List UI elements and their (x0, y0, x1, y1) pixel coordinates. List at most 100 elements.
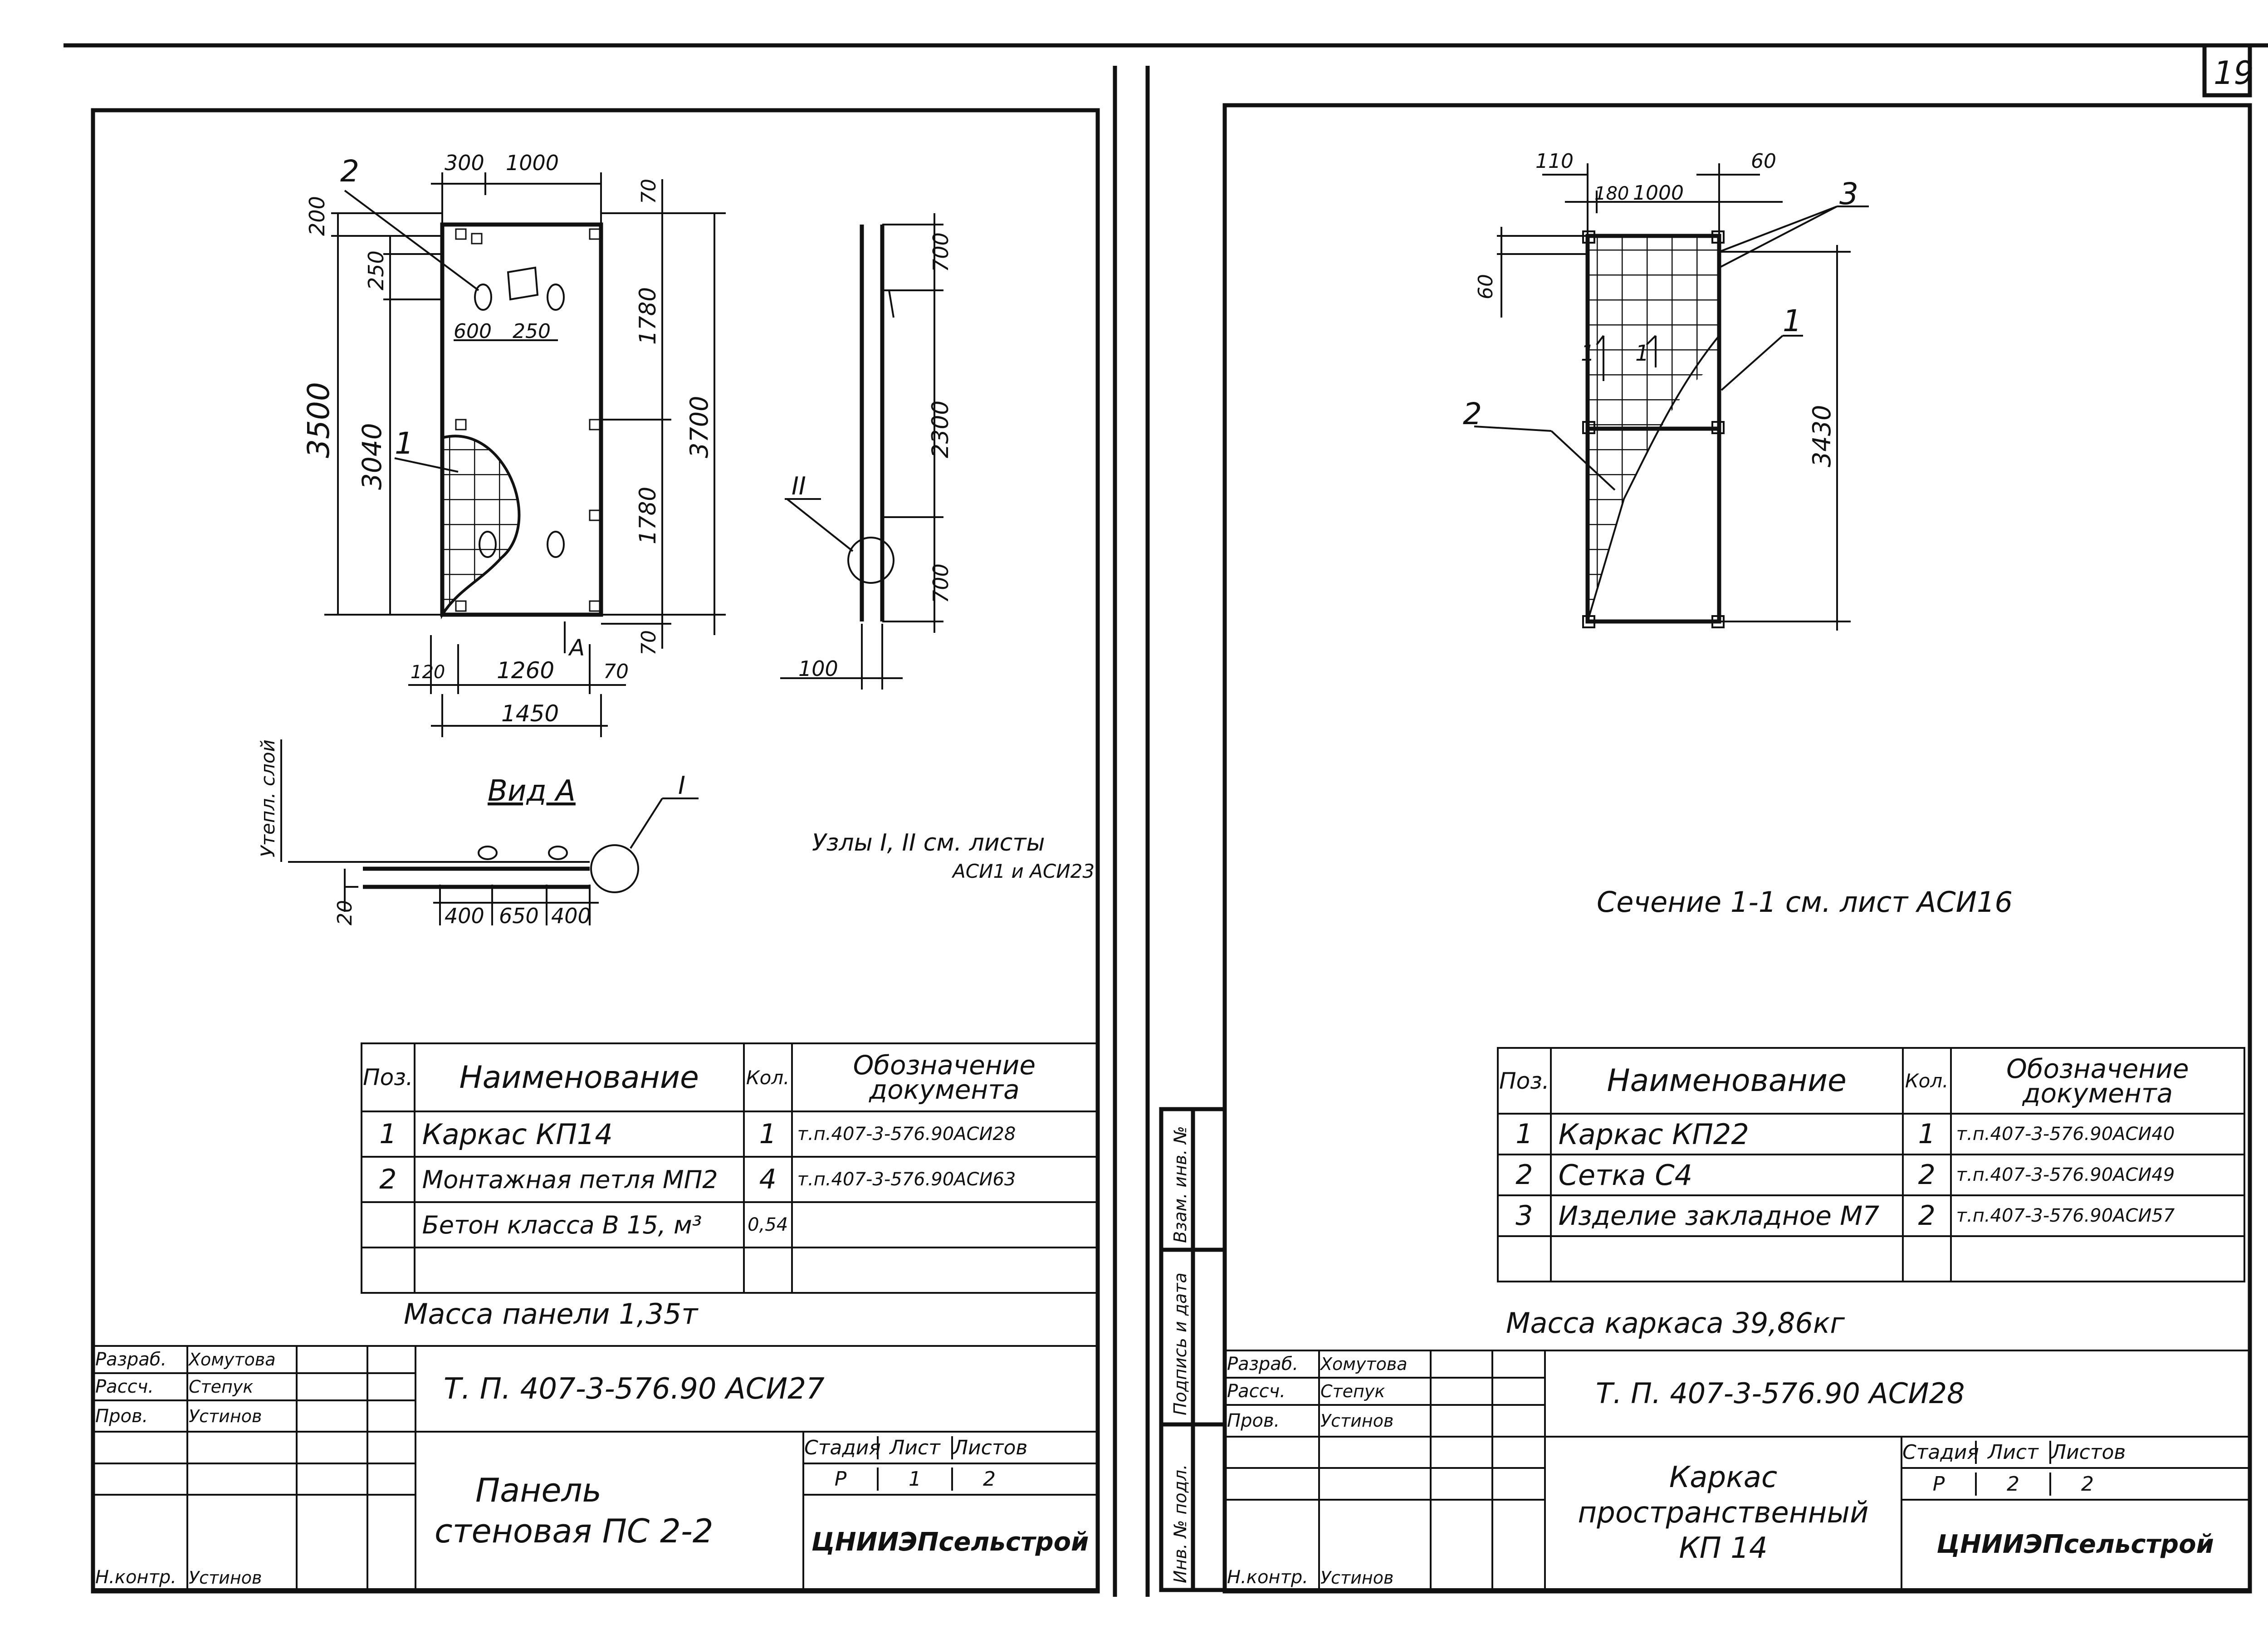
l-stamp-role-5 (93, 1462, 188, 1496)
l-stamp-sig-2 (296, 1372, 368, 1402)
r-stamp-date-1 (1491, 1349, 1546, 1379)
left-sheet-frame (91, 108, 1100, 1594)
l-title: Панель стеновая ПС 2-2 (415, 1431, 804, 1590)
r-section-mark-right: 1 (1635, 341, 1649, 366)
spec-row1-pos: 1 (361, 1111, 415, 1158)
side-dim-2300: 2300 (927, 401, 953, 458)
r-stamp-date-3 (1491, 1404, 1546, 1438)
l-stage-h2: Лист (877, 1436, 951, 1459)
r-title: Каркас пространственный КП 14 (1544, 1435, 1902, 1590)
nodes-note-line2: АСИ1 и АСИ23 (951, 860, 1095, 882)
dim-bottom-70: 70 (603, 660, 629, 683)
spec-row2-doc: т.п.407-3-576.90АСИ63 (791, 1156, 1098, 1203)
left-mass-note: Масса панели 1,35т (404, 1297, 698, 1331)
r-section-mark-left: 1 (1581, 341, 1595, 366)
side-stamp-sign: Подпись и дата (1170, 1272, 1190, 1415)
spec-row1-qty: 1 (743, 1111, 793, 1158)
right-title-block: Разраб. Хомутова Т. П. 407-3-576.90 АСИ2… (1225, 1349, 2250, 1590)
l-stamp-role-1: Разраб. (93, 1345, 188, 1375)
r-stage-v1: Р (1932, 1472, 1945, 1496)
r-stamp-sig-4 (1430, 1435, 1493, 1469)
r-stamp-name-6: Устинов (1318, 1498, 1432, 1590)
spec-row2-name: Монтажная петля МП2 (413, 1156, 745, 1203)
callout-leader-2 (344, 190, 479, 291)
spec-row3-doc (791, 1201, 1098, 1248)
l-stamp-name-4 (186, 1431, 298, 1464)
callout-leader-1 (394, 457, 459, 473)
spec-row3-qty: 0,54 (743, 1201, 793, 1248)
l-stamp-date-4 (367, 1431, 416, 1464)
r-stamp-role-6: Н.контр. (1225, 1498, 1320, 1590)
r-callout-1: 1 (1783, 303, 1802, 338)
spec-row2-pos: 2 (361, 1156, 415, 1203)
l-stamp-date-5 (367, 1462, 416, 1496)
l-stamp-role-6: Н.контр. (93, 1494, 188, 1590)
view-dim-650: 650 (499, 904, 539, 928)
node-i-label: I (678, 771, 685, 800)
r-stage-v2: 2 (1975, 1472, 2049, 1496)
r-title-line3: КП 14 (1679, 1531, 1768, 1565)
spec-header-name: Наименование (413, 1042, 745, 1112)
r-spec-row3-doc: т.п.407-3-576.90АСИ57 (1950, 1194, 2246, 1237)
l-stage-v1: Р (834, 1467, 847, 1491)
r-spec-row1-pos: 1 (1497, 1113, 1552, 1155)
r-stamp-date-2 (1491, 1377, 1546, 1406)
side-dim-700-top: 700 (929, 232, 953, 272)
l-stamp-date-6 (367, 1494, 416, 1590)
r-stage-h1: Стадия (1902, 1441, 1979, 1464)
right-sheet-frame (1222, 103, 2252, 1594)
r-stamp-role-4 (1225, 1435, 1320, 1469)
dim-bottom-1450: 1450 (501, 700, 559, 727)
r-stamp-date-4 (1491, 1435, 1546, 1469)
r-stamp-sig-1 (1430, 1349, 1493, 1379)
r-dim-180: 180 (1594, 183, 1629, 204)
l-doc-code: Т. П. 407-3-576.90 АСИ27 (415, 1345, 1098, 1433)
dim-3040: 3040 (357, 423, 387, 490)
view-dim-20: 20 (333, 900, 357, 925)
r-spec-header-pos: Поз. (1497, 1047, 1552, 1115)
side-dim-100: 100 (798, 656, 838, 681)
left-title-block: Разраб. Хомутова Т. П. 407-3-576.90 АСИ2… (93, 1345, 1098, 1590)
r-spec-row2-name: Сетка С4 (1549, 1154, 1904, 1196)
node-ii-label: II (792, 472, 806, 500)
dim-right-1780-bottom: 1780 (635, 487, 661, 544)
r-spec-header-qty: Кол. (1901, 1047, 1952, 1115)
r-stage-h2: Лист (1975, 1441, 2049, 1464)
r-spec-row3-qty: 2 (1901, 1194, 1952, 1237)
l-stamp-name-5 (186, 1462, 298, 1496)
r-dim-110: 110 (1535, 150, 1574, 173)
spec-row4-qty (743, 1247, 793, 1294)
spec-row4-pos (361, 1247, 415, 1294)
l-stage-h1: Стадия (804, 1436, 881, 1459)
r-stamp-role-5 (1225, 1467, 1320, 1501)
dim-3500: 3500 (301, 382, 336, 458)
l-stamp-name-2: Степук (186, 1372, 298, 1402)
r-stamp-name-2: Степук (1318, 1377, 1432, 1406)
r-dim-3430: 3430 (1808, 405, 1836, 467)
l-stage-v2: 1 (877, 1467, 951, 1491)
l-stamp-sig-3 (296, 1399, 368, 1433)
callout-2: 2 (340, 154, 359, 189)
r-spec-row2-qty: 2 (1901, 1154, 1952, 1196)
r-org: ЦНИИЭПсельстрой (1901, 1498, 2250, 1590)
r-spec-row1-qty: 1 (1901, 1113, 1952, 1155)
r-stamp-name-3: Устинов (1318, 1404, 1432, 1438)
r-stamp-sig-3 (1430, 1404, 1493, 1438)
r-spec-row1-name: Каркас КП22 (1549, 1113, 1904, 1155)
side-stamp-strip (1159, 1107, 1227, 1592)
view-dim-400-left: 400 (445, 904, 484, 928)
r-dim-60-left: 60 (1474, 274, 1497, 299)
l-stamp-name-3: Устинов (186, 1399, 298, 1433)
r-title-line2: пространственный (1578, 1496, 1869, 1530)
r-doc-code: Т. П. 407-3-576.90 АСИ28 (1544, 1350, 2250, 1438)
dim-top-1000: 1000 (506, 151, 559, 175)
spec-header-doc: Обозначение документа (791, 1042, 1098, 1112)
dim-right-70-bottom: 70 (637, 630, 660, 656)
l-stamp-date-2 (367, 1372, 416, 1402)
left-dimension-lines (324, 172, 726, 737)
right-dimension-lines (1474, 163, 1869, 631)
left-spec-table: Поз. Наименование Кол. Обозначение докум… (361, 1042, 1098, 1294)
r-spec-row3-pos: 3 (1497, 1194, 1552, 1237)
view-a-drawing (280, 739, 699, 925)
